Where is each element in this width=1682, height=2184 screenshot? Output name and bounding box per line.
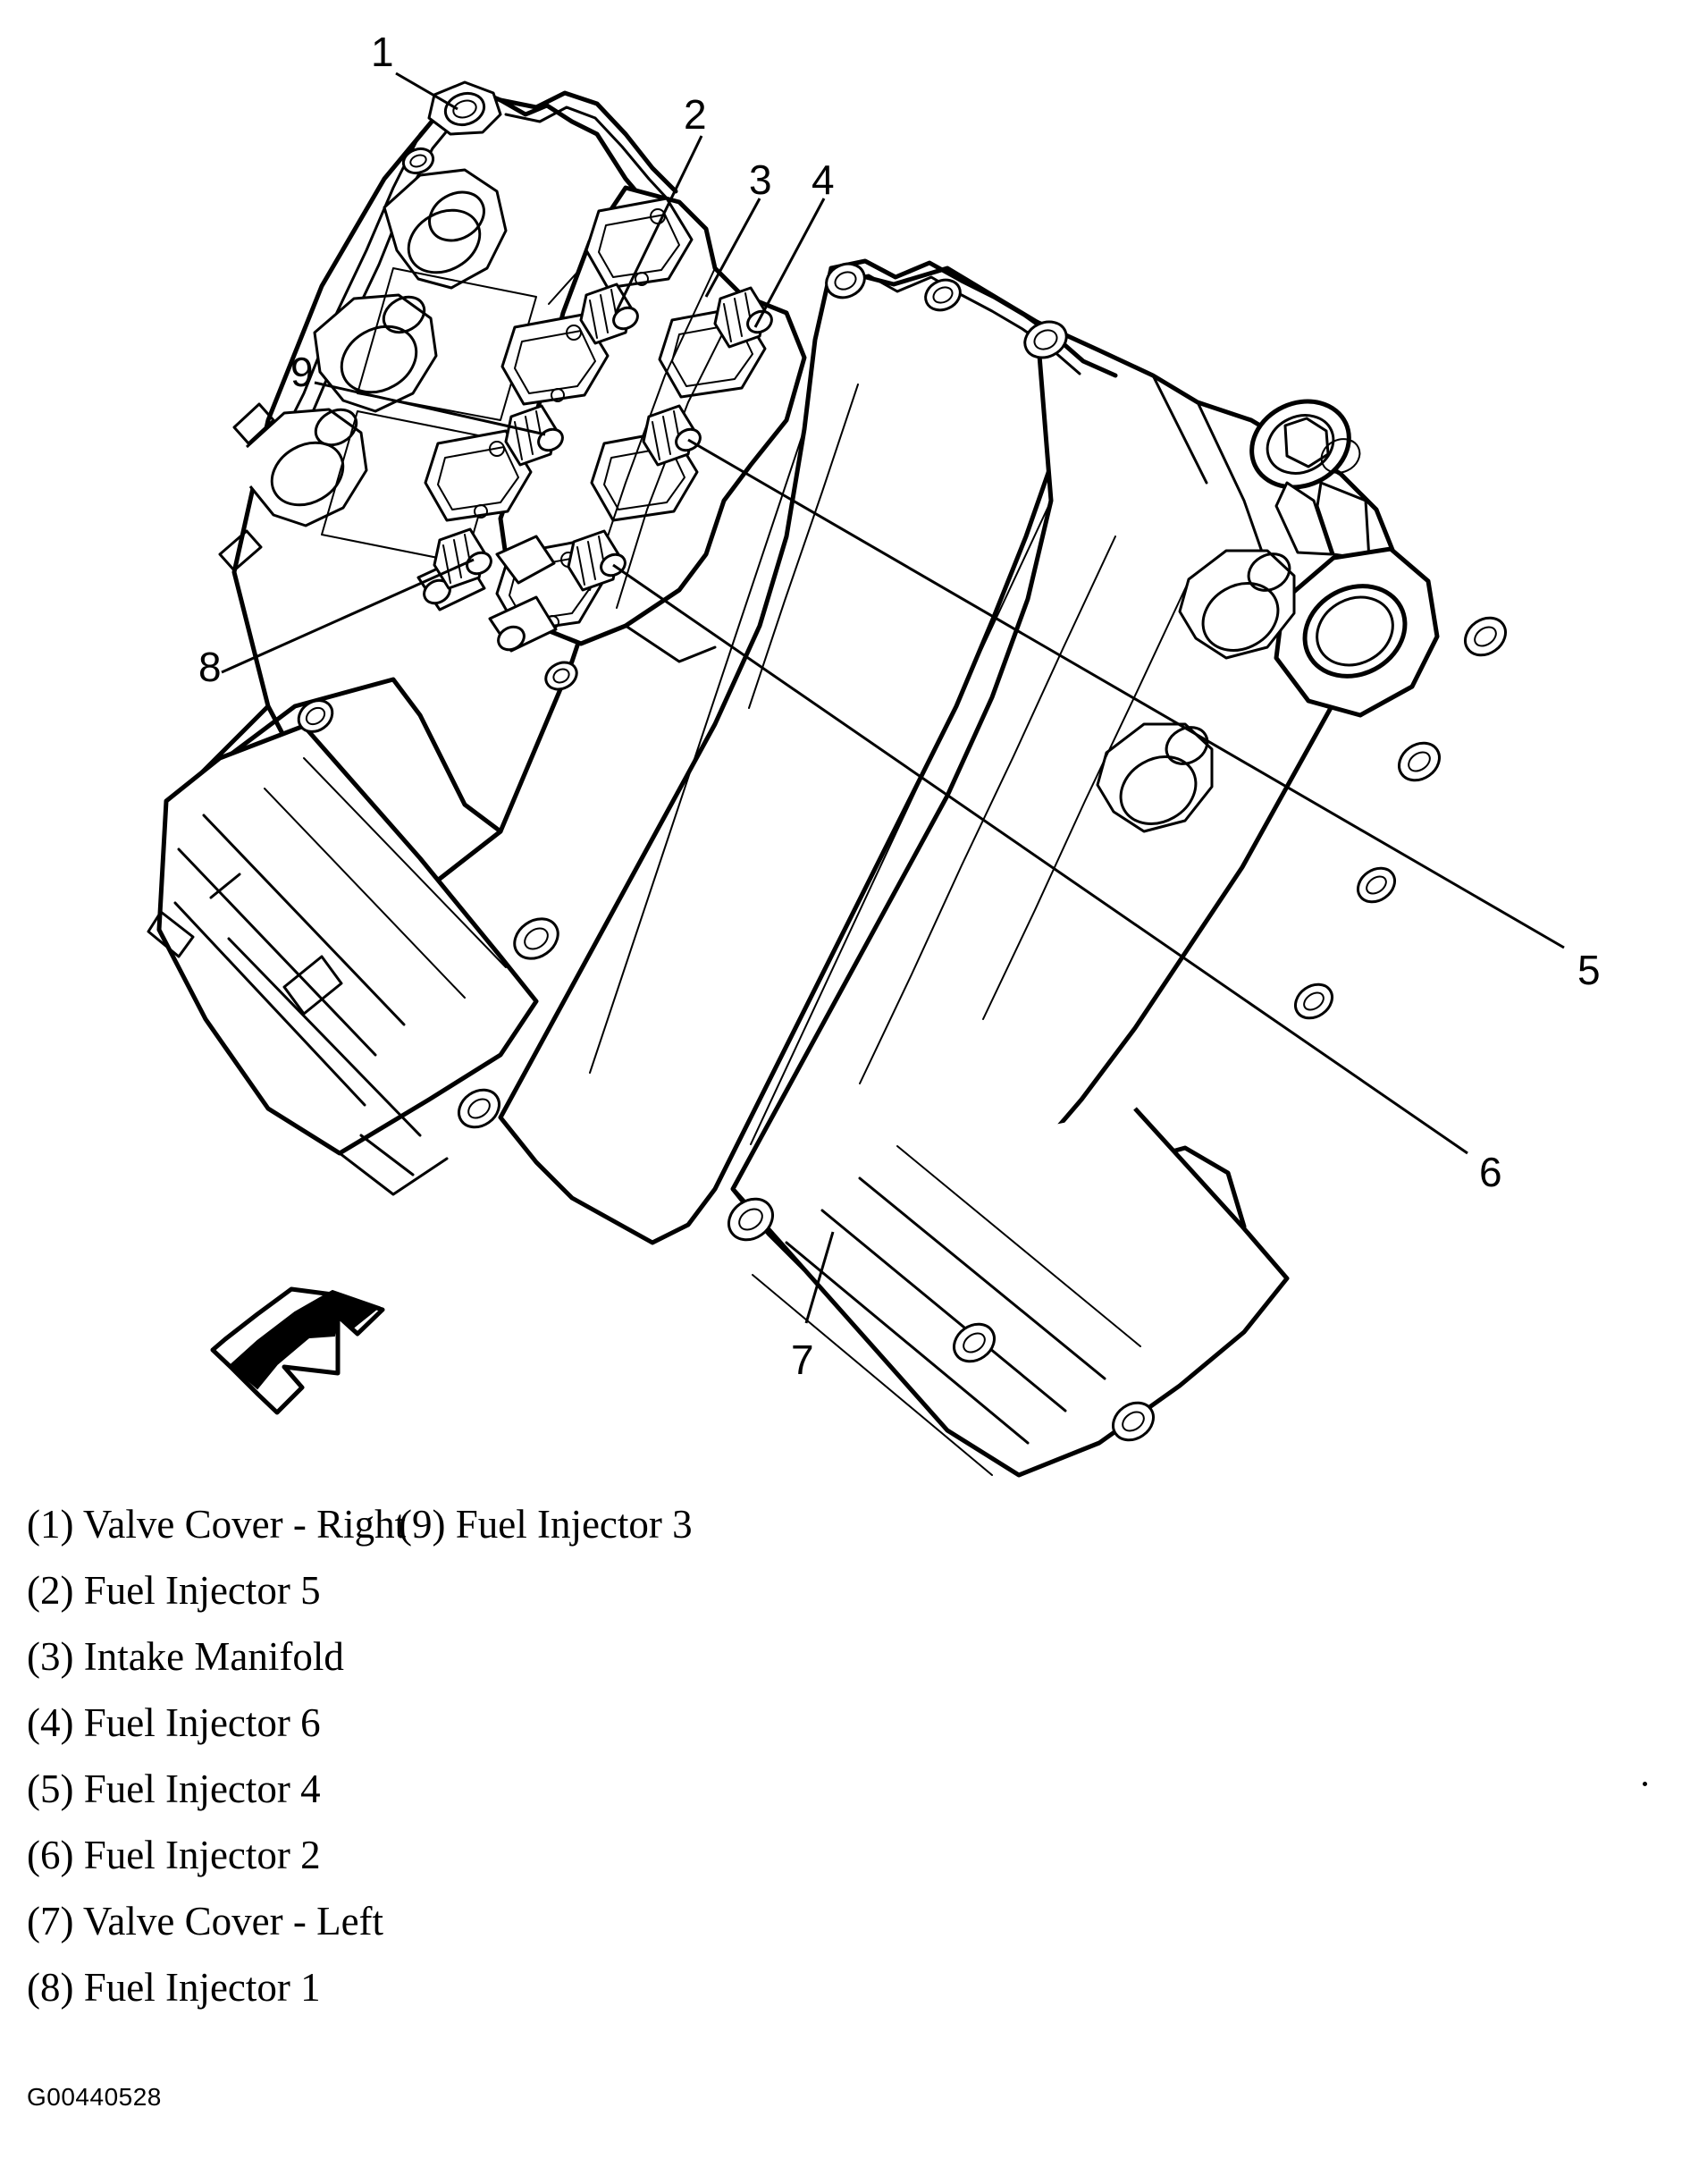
callout-7: 7 xyxy=(791,1337,814,1383)
bolt-boss xyxy=(825,262,866,299)
legend-item-2: (2) Fuel Injector 5 xyxy=(27,1568,321,1613)
legend-item-3: (3) Intake Manifold xyxy=(27,1634,344,1679)
bolt-boss xyxy=(1178,549,1296,660)
callout-3: 3 xyxy=(749,156,772,203)
bolt-boss xyxy=(924,278,962,312)
bolt-boss xyxy=(383,168,508,290)
valve-cover-left-lower-left xyxy=(147,677,559,1196)
legend-column-left: (1) Valve Cover - Right (2) Fuel Injecto… xyxy=(27,1491,406,2020)
engine-diagram-figure: .ln{fill:none;stroke:#000;stroke-width:3… xyxy=(147,72,1565,1478)
callout-5: 5 xyxy=(1577,947,1601,993)
callout-2: 2 xyxy=(684,91,707,138)
bolt-boss xyxy=(1096,722,1214,833)
fuel-injector-6 xyxy=(713,286,773,349)
legend-item-1: (1) Valve Cover - Right xyxy=(27,1502,407,1547)
legend-item-7: (7) Valve Cover - Left xyxy=(27,1899,384,1944)
callout-1: 1 xyxy=(371,29,394,75)
fuel-injector-4 xyxy=(642,404,702,467)
callout-4: 4 xyxy=(812,156,835,203)
legend-item-4: (4) Fuel Injector 6 xyxy=(27,1700,321,1745)
hex-bolt-boss xyxy=(1249,399,1361,490)
legend-item-9: (9) Fuel Injector 3 xyxy=(399,1502,693,1547)
fuel-injector-1 xyxy=(433,527,492,590)
fuel-injector-5 xyxy=(579,282,639,345)
leader-lines xyxy=(221,72,1565,1324)
callout-8: 8 xyxy=(198,644,222,690)
legend-item-5: (5) Fuel Injector 4 xyxy=(27,1767,321,1811)
engine-line-art: .ln{fill:none;stroke:#000;stroke-width:3… xyxy=(147,72,1565,1478)
front-of-vehicle-arrow xyxy=(210,1286,385,1415)
stray-mark xyxy=(1643,1782,1647,1786)
callout-9: 9 xyxy=(290,349,314,395)
legend-item-8: (8) Fuel Injector 1 xyxy=(27,1965,321,2010)
callout-6: 6 xyxy=(1479,1149,1502,1195)
legend-column-right: (9) Fuel Injector 3 xyxy=(399,1491,693,1557)
manifold-port xyxy=(584,197,694,290)
manifold-port xyxy=(424,429,533,522)
valve-cover-left xyxy=(498,258,1507,1478)
figure-id-code: G00440528 xyxy=(27,2083,162,2111)
bolt-boss xyxy=(245,408,368,527)
legend-item-6: (6) Fuel Injector 2 xyxy=(27,1833,321,1877)
bolt-boss xyxy=(1023,320,1068,359)
